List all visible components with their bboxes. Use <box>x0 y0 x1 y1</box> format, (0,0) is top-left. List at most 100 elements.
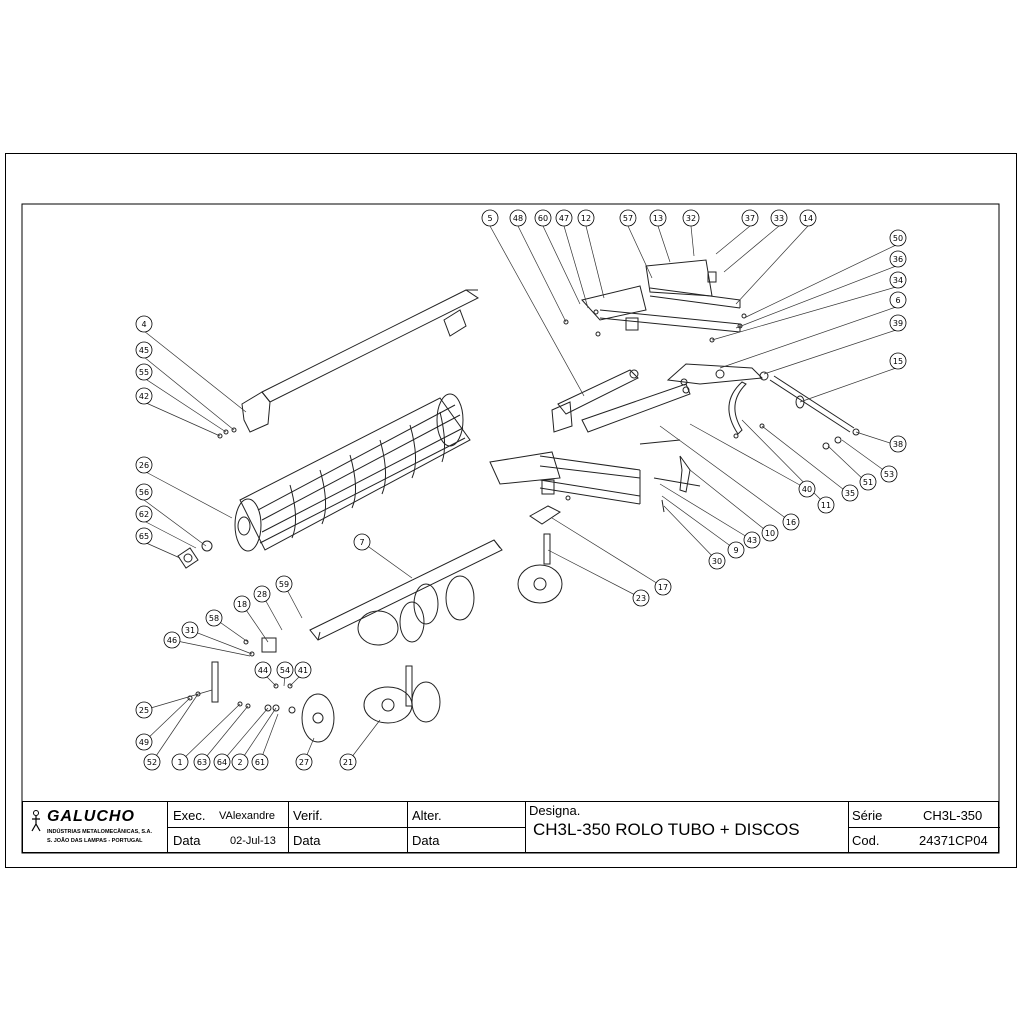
callout-58: 58 <box>205 609 223 627</box>
callout-2: 2 <box>231 753 249 771</box>
callout-27: 27 <box>295 753 313 771</box>
svg-text:57: 57 <box>623 214 633 223</box>
callout-5: 5 <box>481 209 499 227</box>
svg-text:59: 59 <box>279 580 289 589</box>
callout-54: 54 <box>276 661 294 679</box>
plate-part-6 <box>666 363 764 386</box>
callout-15: 15 <box>889 352 907 370</box>
svg-text:53: 53 <box>884 470 894 479</box>
leader-lines <box>143 225 897 763</box>
callout-bubbles: 5 48 60 47 12 57 13 32 37 33 14 50 36 34… <box>135 209 907 771</box>
callout-50: 50 <box>889 229 907 247</box>
svg-text:21: 21 <box>343 758 353 767</box>
designation-label: Designa. <box>529 803 581 818</box>
svg-text:12: 12 <box>581 214 591 223</box>
svg-text:41: 41 <box>298 666 308 675</box>
svg-text:40: 40 <box>802 485 812 494</box>
svg-text:58: 58 <box>209 614 219 623</box>
svg-text:31: 31 <box>185 626 195 635</box>
disc-beam-part-7 <box>309 539 503 641</box>
svg-text:14: 14 <box>803 214 813 223</box>
callout-41: 41 <box>294 661 312 679</box>
callout-11: 11 <box>817 496 835 514</box>
callout-13: 13 <box>649 209 667 227</box>
svg-text:65: 65 <box>139 532 149 541</box>
callout-46: 46 <box>163 631 181 649</box>
callout-12: 12 <box>577 209 595 227</box>
title-block: GALUCHO INDÚSTRIAS METALOMECÂNICAS, S.A.… <box>22 801 1000 853</box>
callout-32: 32 <box>682 209 700 227</box>
svg-text:55: 55 <box>139 368 149 377</box>
svg-text:36: 36 <box>893 255 903 264</box>
svg-text:47: 47 <box>559 214 569 223</box>
serie-value: CH3L-350 <box>923 808 983 823</box>
callout-53: 53 <box>880 465 898 483</box>
callout-55: 55 <box>135 363 153 381</box>
disc-part-23 <box>517 564 563 604</box>
svg-text:48: 48 <box>513 214 523 223</box>
alter-data-label: Data <box>412 833 440 848</box>
callout-7: 7 <box>353 533 371 551</box>
callout-23: 23 <box>632 589 650 607</box>
data-label: Data <box>173 833 201 848</box>
svg-text:35: 35 <box>845 489 855 498</box>
callout-39: 39 <box>889 314 907 332</box>
callout-45: 45 <box>135 341 153 359</box>
svg-text:23: 23 <box>636 594 646 603</box>
svg-text:13: 13 <box>653 214 663 223</box>
svg-text:62: 62 <box>139 510 149 519</box>
svg-text:63: 63 <box>197 758 207 767</box>
arm-part-5 <box>551 369 639 433</box>
callout-35: 35 <box>841 484 859 502</box>
callout-42: 42 <box>135 387 153 405</box>
svg-text:32: 32 <box>686 214 696 223</box>
callout-56: 56 <box>135 483 153 501</box>
verif-label: Verif. <box>293 808 323 823</box>
svg-text:39: 39 <box>893 319 903 328</box>
callout-60: 60 <box>534 209 552 227</box>
main-frame-part-10 <box>489 451 701 505</box>
callout-44: 44 <box>254 661 272 679</box>
svg-text:5: 5 <box>487 214 492 223</box>
callout-1: 1 <box>171 753 189 771</box>
disc-set-part-7-a <box>357 610 399 646</box>
callout-17: 17 <box>654 578 672 596</box>
callout-52: 52 <box>143 753 161 771</box>
exec-value: VAlexandre <box>219 810 276 822</box>
svg-text:49: 49 <box>139 738 149 747</box>
svg-text:17: 17 <box>658 583 668 592</box>
callout-62: 62 <box>135 505 153 523</box>
bushing-part-56 <box>201 540 213 552</box>
callout-21: 21 <box>339 753 357 771</box>
callout-65: 65 <box>135 527 153 545</box>
callout-48: 48 <box>509 209 527 227</box>
svg-text:52: 52 <box>147 758 157 767</box>
verif-data-label: Data <box>293 833 321 848</box>
rod-part-15 <box>759 371 855 433</box>
serie-label: Série <box>852 808 883 823</box>
svg-text:50: 50 <box>893 234 903 243</box>
svg-text:46: 46 <box>167 636 177 645</box>
svg-text:34: 34 <box>893 276 903 285</box>
svg-text:10: 10 <box>765 529 775 538</box>
svg-text:6: 6 <box>895 296 900 305</box>
callout-36: 36 <box>889 250 907 268</box>
svg-text:61: 61 <box>255 758 265 767</box>
svg-text:26: 26 <box>139 461 149 470</box>
exec-label: Exec. <box>173 808 206 823</box>
company-subtitle: INDÚSTRIAS METALOMECÂNICAS, S.A. <box>47 829 153 835</box>
svg-text:43: 43 <box>747 536 757 545</box>
callout-34: 34 <box>889 271 907 289</box>
svg-text:33: 33 <box>774 214 784 223</box>
svg-text:44: 44 <box>258 666 268 675</box>
svg-text:25: 25 <box>139 706 149 715</box>
callout-37: 37 <box>741 209 759 227</box>
roller-drum-part-26 <box>234 393 471 552</box>
callout-51: 51 <box>859 473 877 491</box>
svg-text:27: 27 <box>299 758 309 767</box>
callout-18: 18 <box>233 595 251 613</box>
callout-64: 64 <box>213 753 231 771</box>
callout-30: 30 <box>708 552 726 570</box>
flange-part-65 <box>177 547 199 569</box>
